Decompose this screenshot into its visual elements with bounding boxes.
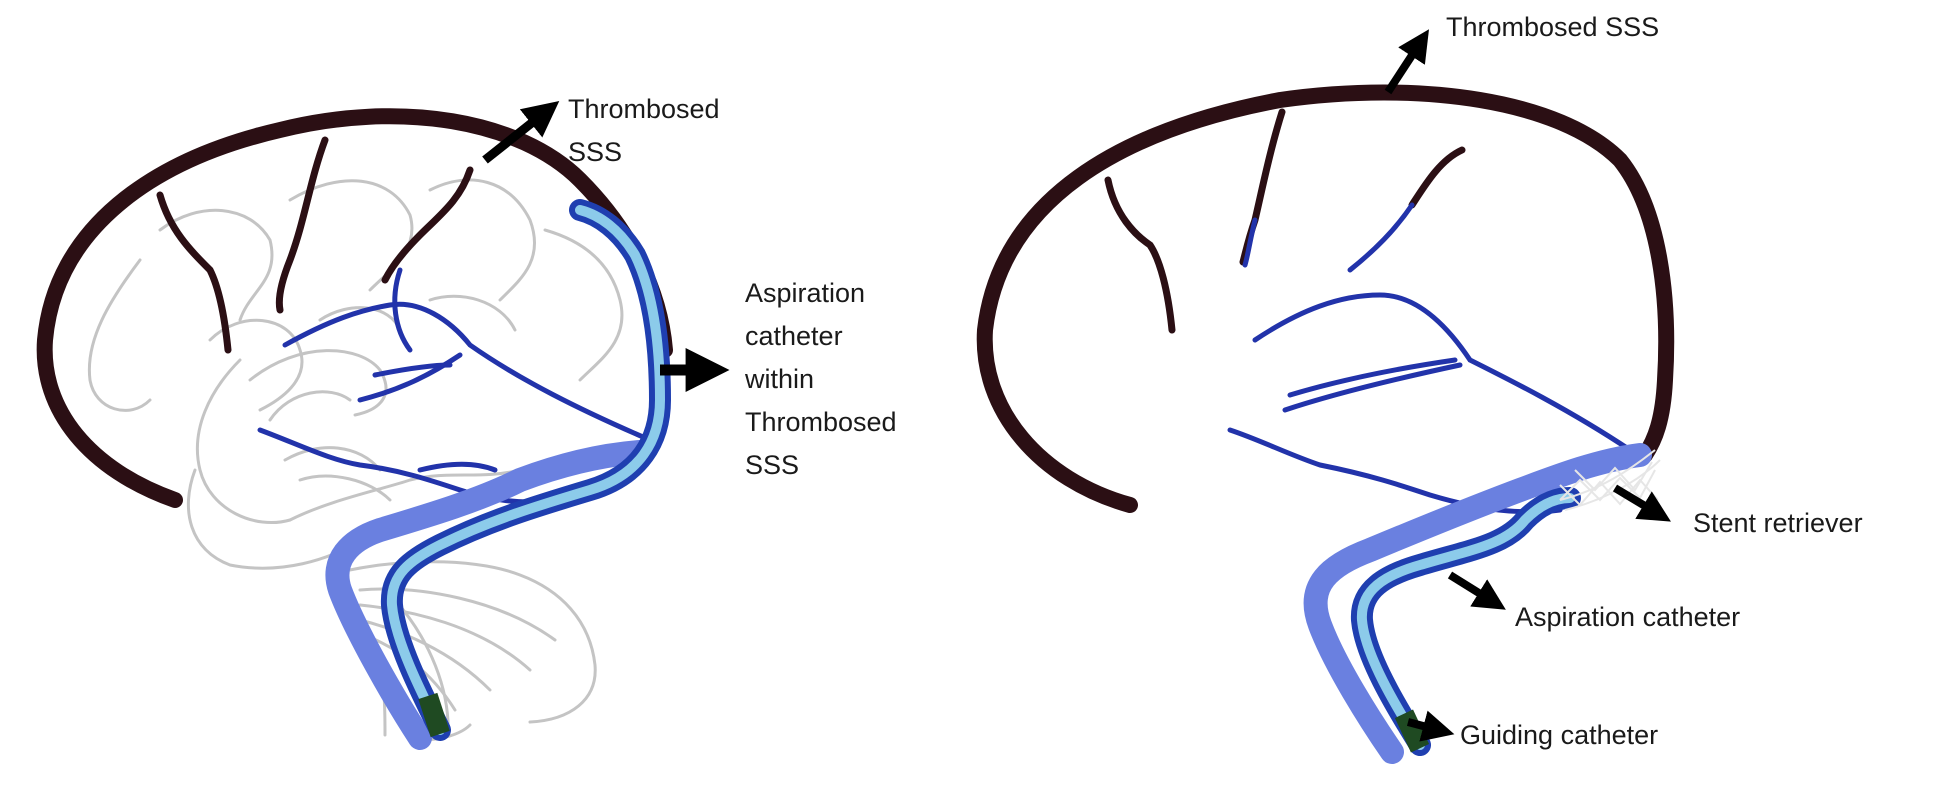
left-panel: Thrombosed SSS Aspiration catheter withi… [36,94,904,750]
right-panel: Thrombosed SSS Stent retriever Aspiratio… [976,12,1863,764]
cortical-veins-blue [257,267,653,505]
aspiration-catheter-label: Aspiration catheter [1515,602,1740,632]
guiding-catheter-label: Guiding catheter [1460,720,1658,750]
left-aspiration-label-line-4: Thrombosed [745,407,897,437]
right-aspiration-catheter-inner [1356,493,1575,750]
left-aspiration-label-line-5: SSS [745,450,799,480]
left-aspiration-label-line-1: Aspiration [745,278,865,308]
left-aspiration-label-line-2: catheter [745,321,843,351]
right-cortical-veins-blue [1227,202,1633,515]
left-aspiration-label-line-3: within [744,364,814,394]
left-outer-vessel [325,440,652,750]
cortical-veins-dark [156,136,474,354]
right-outer-vessel [1303,443,1652,764]
right-sss-arrow [1384,29,1430,95]
left-sss-label: Thrombosed SSS [568,94,727,167]
left-guiding-catheter-tip [418,692,450,738]
left-sss-arrow [482,101,560,164]
left-sss-label-line-2: SSS [568,137,622,167]
left-aspiration-label: Aspiration catheter within Thrombosed SS… [744,278,904,480]
guiding-catheter-arrow [1406,710,1455,742]
aspiration-catheter-arrow [1447,571,1506,610]
stent-retriever-label: Stent retriever [1693,508,1863,538]
left-aspiration-catheter-inner [386,205,666,735]
right-sss-label: Thrombosed SSS [1446,12,1659,42]
right-superior-sagittal-sinus [976,84,1675,513]
right-cortical-veins-dark [1104,108,1466,334]
left-sss-label-line-1: Thrombosed [568,94,720,124]
stent-retriever-arrow [1612,484,1671,522]
right-guiding-catheter-tip [1394,709,1430,753]
